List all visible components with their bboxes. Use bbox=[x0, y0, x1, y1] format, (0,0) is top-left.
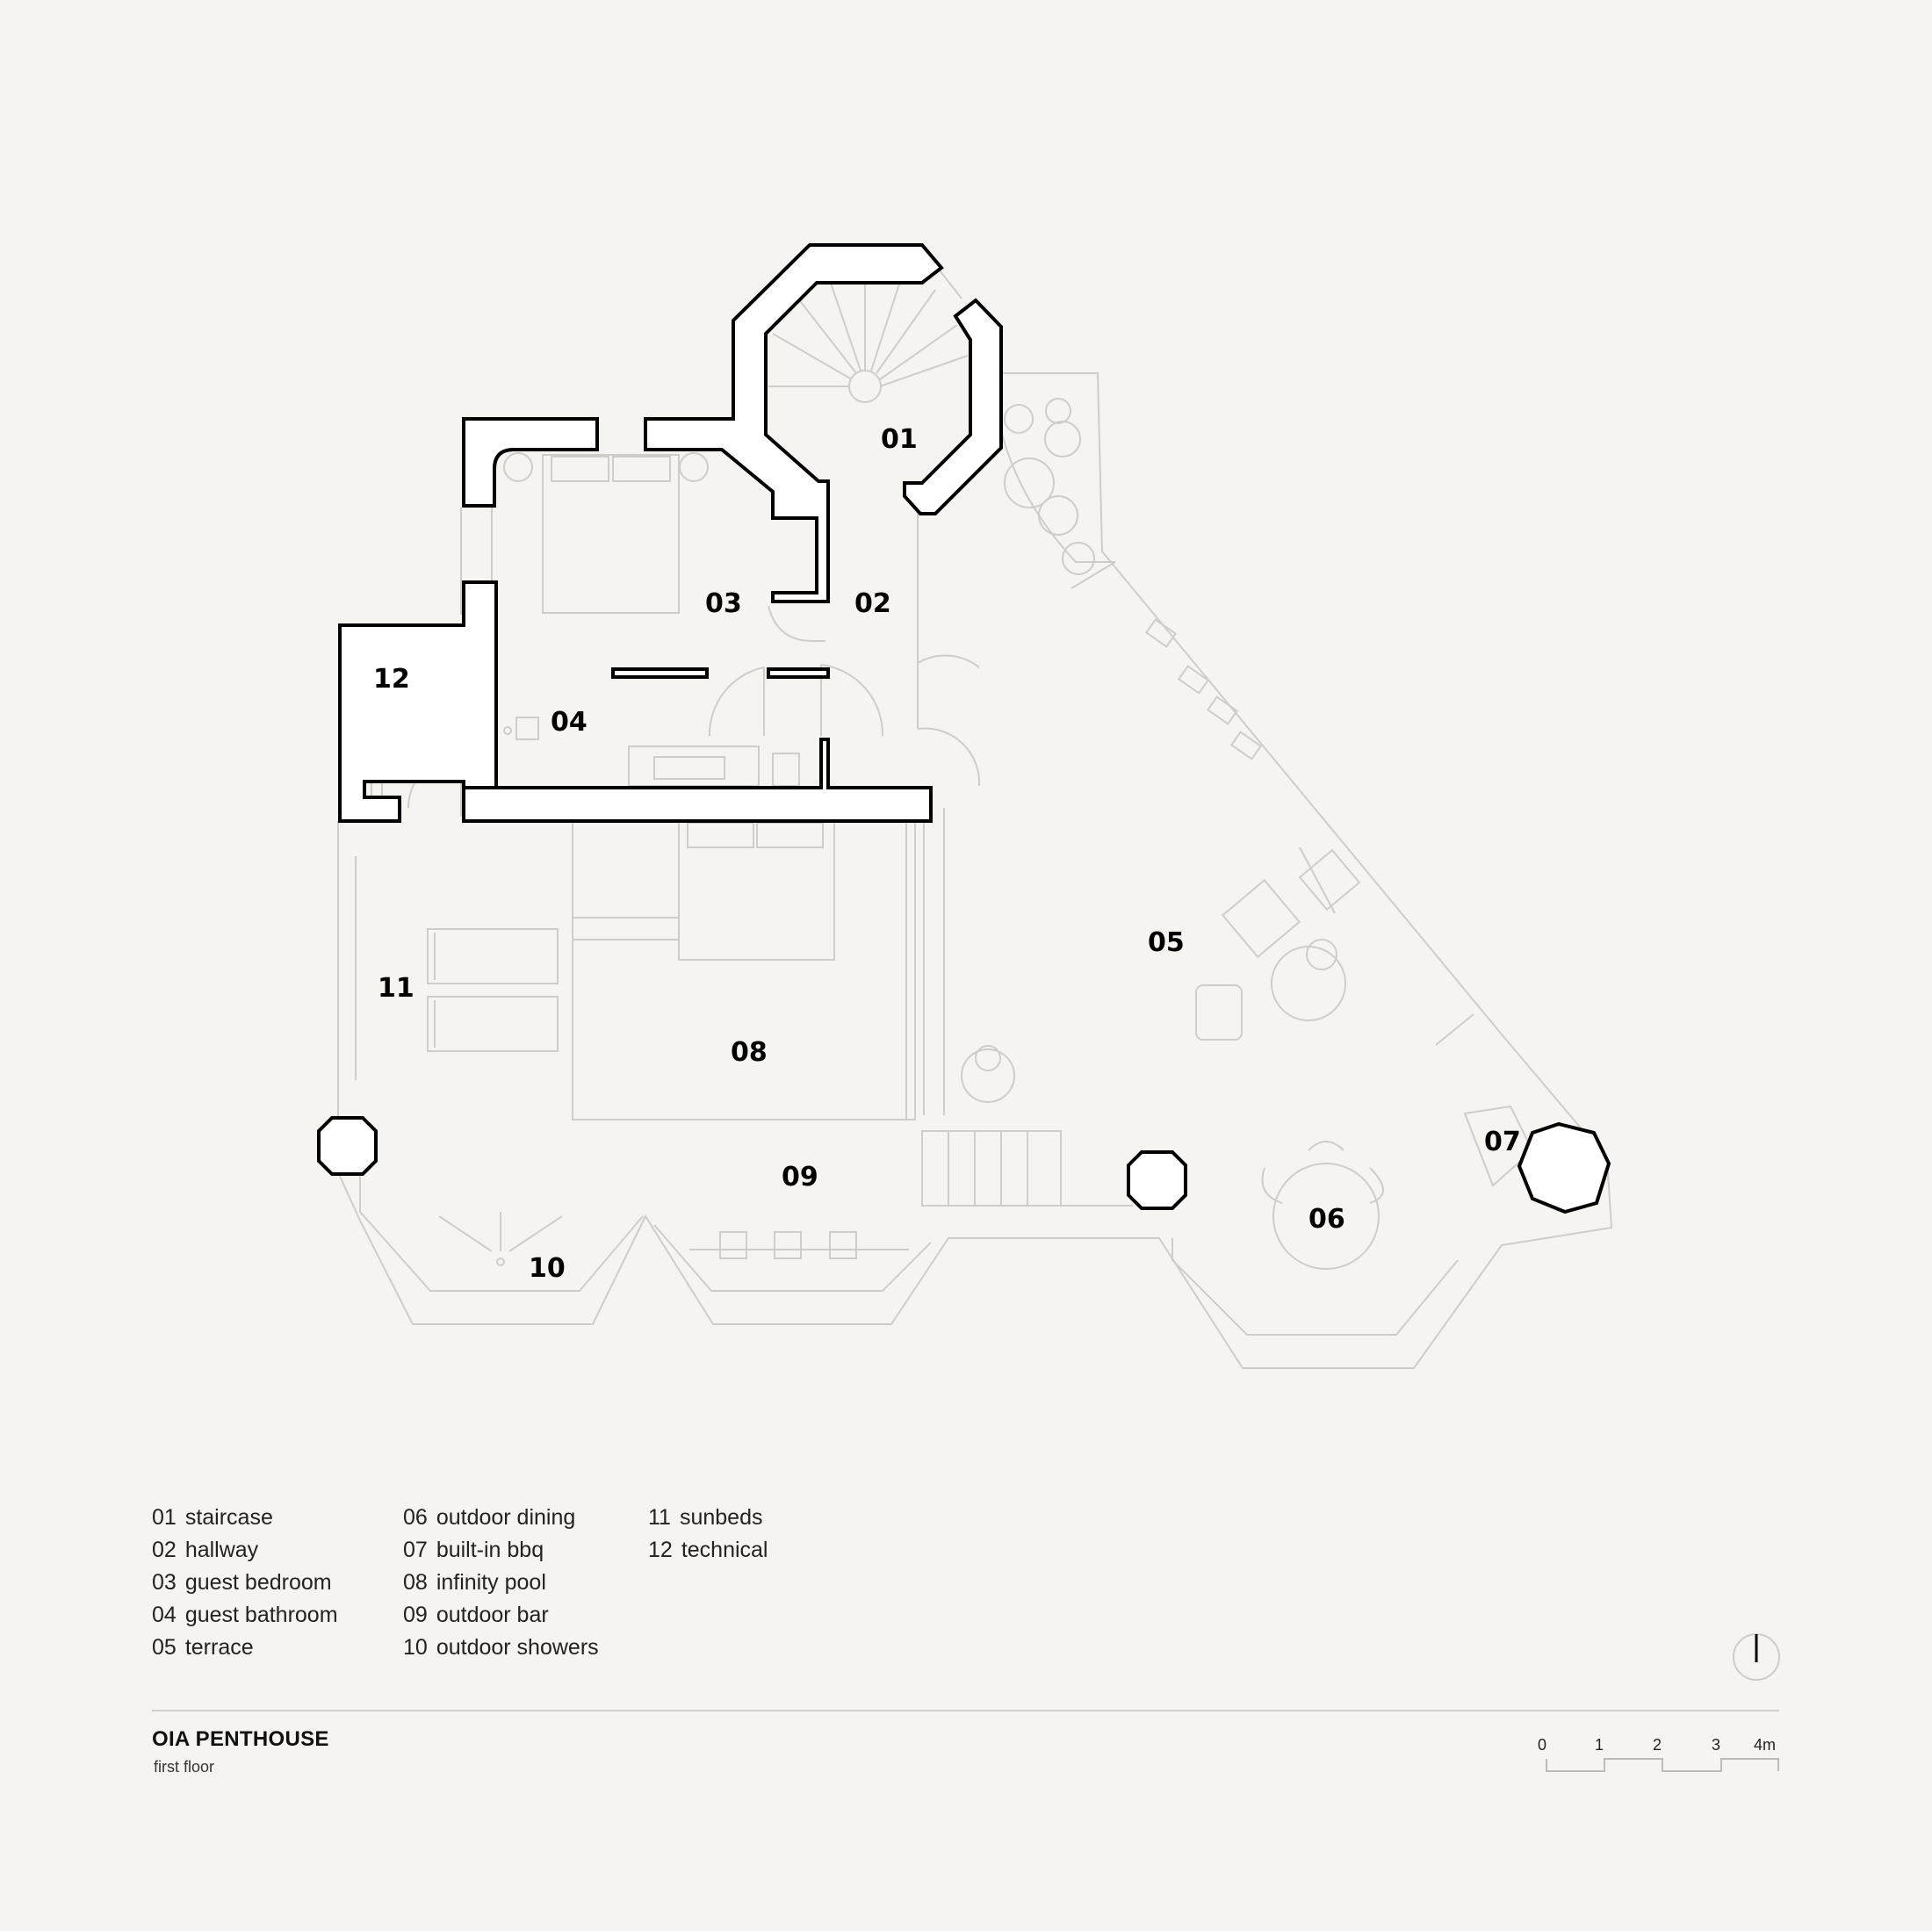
column-center bbox=[1127, 1150, 1187, 1210]
room-label-11: 11 bbox=[378, 973, 415, 1004]
room-label-01: 01 bbox=[881, 424, 918, 455]
room-label-07: 07 bbox=[1484, 1127, 1521, 1157]
wall-technical bbox=[338, 580, 498, 823]
partition-1 bbox=[611, 667, 709, 679]
floor-subtitle: first floor bbox=[154, 1758, 215, 1776]
thin-outlines bbox=[337, 254, 1613, 1369]
room-label-05: 05 bbox=[1148, 927, 1185, 958]
scale-bar bbox=[1546, 1758, 1779, 1772]
scale-tick-label: 4m bbox=[1754, 1736, 1777, 1754]
room-labels: 01 02 03 04 05 06 07 08 09 10 11 12 bbox=[373, 424, 1521, 1284]
scale-tick-label: 3 bbox=[1712, 1736, 1721, 1754]
room-label-06: 06 bbox=[1308, 1204, 1345, 1235]
room-label-03: 03 bbox=[705, 588, 742, 619]
scale-tick-label: 0 bbox=[1538, 1736, 1547, 1754]
room-label-02: 02 bbox=[854, 588, 891, 619]
wall-staircase bbox=[644, 243, 944, 603]
room-label-09: 09 bbox=[782, 1162, 818, 1192]
north-arrow-icon bbox=[1733, 1633, 1780, 1681]
scale-tick-label: 1 bbox=[1595, 1736, 1604, 1754]
wall-staircase-right bbox=[903, 298, 1003, 515]
project-title: OIA PENTHOUSE bbox=[152, 1727, 329, 1751]
room-label-12: 12 bbox=[373, 664, 410, 695]
walls bbox=[317, 243, 1611, 1214]
room-label-08: 08 bbox=[731, 1037, 768, 1068]
partition-2 bbox=[767, 667, 830, 679]
room-label-10: 10 bbox=[529, 1253, 566, 1284]
divider bbox=[152, 1710, 1779, 1711]
room-label-04: 04 bbox=[551, 707, 588, 738]
wall-bathroom-south bbox=[462, 738, 933, 823]
wall-upper-left bbox=[462, 417, 599, 508]
column-west bbox=[317, 1116, 378, 1176]
column-east bbox=[1517, 1121, 1611, 1214]
scale-tick-label: 2 bbox=[1653, 1736, 1662, 1754]
